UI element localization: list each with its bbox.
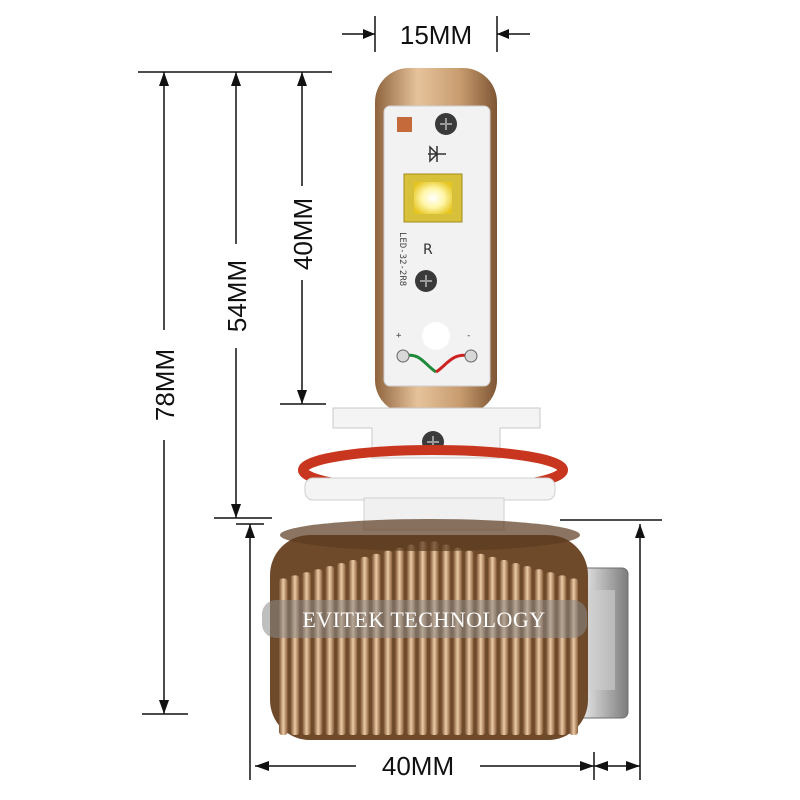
dimension-lines bbox=[138, 16, 662, 780]
minus-label: - bbox=[466, 331, 471, 341]
heatsink-fin bbox=[546, 572, 555, 735]
heatsink-fin bbox=[360, 556, 369, 735]
dim-label-top-width: 15MM bbox=[400, 20, 472, 50]
heatsink-fin bbox=[395, 547, 404, 735]
heatsink-fin bbox=[441, 544, 451, 735]
heatsink-fin bbox=[406, 544, 416, 735]
watermark-band bbox=[262, 600, 587, 638]
screw-icon bbox=[415, 270, 437, 292]
dim-upper-height bbox=[280, 72, 326, 405]
diode-symbol-icon bbox=[428, 145, 446, 163]
dim-label-mid-height: 54MM bbox=[222, 260, 252, 332]
heatsink-fin bbox=[302, 572, 311, 735]
heatsink-fin bbox=[371, 553, 381, 735]
heatsink-fin bbox=[499, 560, 509, 735]
lead-wires bbox=[396, 322, 478, 374]
dim-label-upper-height: 40MM bbox=[288, 198, 318, 270]
watermark-text: EVITEK TECHNOLOGY bbox=[302, 607, 545, 632]
heatsink-fin bbox=[464, 550, 474, 735]
dim-base-width bbox=[236, 519, 662, 780]
heatsink-fin bbox=[534, 569, 544, 735]
heatsink-fin bbox=[511, 563, 520, 735]
dim-top-width bbox=[342, 16, 530, 52]
heatsink-fin bbox=[383, 550, 393, 735]
heatsink-fin bbox=[418, 541, 427, 735]
heatsink-fin bbox=[557, 575, 567, 735]
pcb-model-text: LED-32-2R8 bbox=[397, 232, 407, 286]
heatsink-fin bbox=[337, 563, 346, 735]
heatsink-fin bbox=[430, 541, 439, 735]
heatsink-fin bbox=[313, 569, 323, 735]
solder-pad bbox=[397, 117, 412, 132]
heatsink-fin bbox=[325, 566, 335, 735]
heatsink-fin bbox=[522, 566, 532, 735]
heatsink-fin bbox=[453, 547, 462, 735]
plus-label: + bbox=[396, 331, 402, 341]
led-bulb: LED-32-2R8 R + - bbox=[262, 68, 629, 740]
dim-label-base-width: 40MM bbox=[382, 751, 454, 781]
screw-icon bbox=[435, 113, 457, 135]
white-flange bbox=[304, 477, 556, 501]
dim-label-overall-height: 78MM bbox=[150, 349, 180, 421]
heatsink-fin bbox=[488, 556, 497, 735]
heatsink-fin bbox=[348, 560, 358, 735]
heatsink-top-shadow bbox=[280, 519, 580, 551]
pcb-logo: R bbox=[423, 242, 433, 258]
dim-overall-height bbox=[142, 72, 188, 715]
led-emitter bbox=[414, 182, 452, 214]
dim-mid-height bbox=[214, 72, 272, 519]
heatsink-fin bbox=[476, 553, 486, 735]
heatsink-fin bbox=[290, 575, 300, 735]
